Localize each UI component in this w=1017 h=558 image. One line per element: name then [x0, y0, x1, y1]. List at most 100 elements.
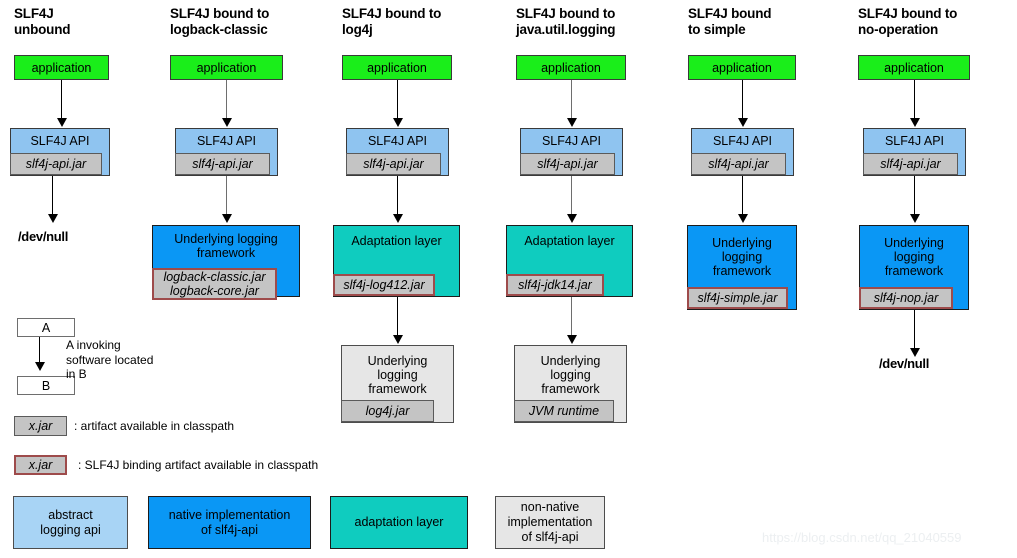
slf4j-api-box-no-operation: SLF4J API slf4j-api.jar: [863, 128, 966, 176]
jar-chip-jvm-runtime: JVM runtime: [514, 400, 614, 422]
underlying-framework-box-logback: Underlying logging framework logback-cla…: [152, 225, 300, 300]
column-title-unbound: SLF4J unbound: [14, 6, 71, 37]
legend-arrow-line-a-to-b: [39, 337, 40, 366]
arrow-line-api-to-adaptation-log4j: [397, 176, 398, 218]
slf4j-api-box-simple: SLF4J API slf4j-api.jar: [691, 128, 794, 176]
underlying-framework-label: Underlying logging framework: [540, 354, 601, 396]
legend-invoke-description: A invoking software located in B: [66, 338, 154, 381]
slf4j-api-box-logback-classic: SLF4J API slf4j-api.jar: [175, 128, 278, 176]
underlying-framework-label: Underlying logging framework: [884, 236, 944, 278]
slf4j-api-box-log4j: SLF4J API slf4j-api.jar: [346, 128, 449, 176]
slf4j-api-label: SLF4J API: [712, 134, 773, 148]
application-label: application: [196, 60, 257, 75]
application-label: application: [541, 60, 601, 75]
legend-swatch-native-implementation: native implementation of slf4j-api: [148, 496, 311, 549]
jar-chip-slf4j-api: slf4j-api.jar: [346, 153, 441, 175]
slf4j-api-label: SLF4J API: [196, 134, 257, 148]
arrow-line-app-to-api-logback: [226, 80, 227, 122]
underlying-framework-box-jul: Underlying logging framework JVM runtime: [514, 345, 627, 423]
slf4j-api-label: SLF4J API: [541, 134, 602, 148]
application-label: application: [31, 60, 92, 75]
arrow-line-app-to-api-jul: [571, 80, 572, 122]
jar-chip-log4j: log4j.jar: [341, 400, 434, 422]
column-title-logback-classic: SLF4J bound to logback-classic: [170, 6, 270, 37]
application-box-simple: application: [688, 55, 796, 80]
application-box-unbound: application: [14, 55, 109, 80]
jar-chip-logback: logback-classic.jar logback-core.jar: [152, 268, 277, 300]
jar-chip-slf4j-api: slf4j-api.jar: [10, 153, 102, 175]
application-box-java-util-logging: application: [516, 55, 626, 80]
application-box-logback-classic: application: [170, 55, 283, 80]
arrow-head-api-to-framework-simple: [738, 214, 748, 223]
arrow-head-app-to-api-jul: [567, 118, 577, 127]
jar-chip-slf4j-api: slf4j-api.jar: [863, 153, 958, 175]
arrow-line-api-to-framework-logback: [226, 176, 227, 218]
legend-swatch-adaptation-layer: adaptation layer: [330, 496, 468, 549]
legend-swatch-abstract-logging-api: abstract logging api: [13, 496, 128, 549]
arrow-line-api-to-framework-nop: [914, 176, 915, 218]
arrow-head-api-to-devnull-unbound: [48, 214, 58, 223]
jar-chip-slf4j-api: slf4j-api.jar: [691, 153, 786, 175]
legend-binding-artifact-description: : SLF4J binding artifact available in cl…: [78, 458, 319, 472]
jar-chip-slf4j-jdk14: slf4j-jdk14.jar: [506, 274, 604, 296]
legend-swatch-non-native-implementation: non-native implementation of slf4j-api: [495, 496, 605, 549]
arrow-head-app-to-api-unbound: [57, 118, 67, 127]
arrow-head-api-to-adaptation-jul: [567, 214, 577, 223]
arrow-line-api-to-adaptation-jul: [571, 176, 572, 218]
legend-chip-artifact: x.jar: [14, 416, 67, 436]
legend-chip-binding-artifact: x.jar: [14, 455, 67, 475]
jar-chip-slf4j-api: slf4j-api.jar: [520, 153, 615, 175]
arrow-head-adaptation-to-framework-log4j: [393, 335, 403, 344]
application-label: application: [712, 60, 772, 75]
underlying-framework-label: Underlying logging framework: [712, 236, 772, 278]
arrow-line-adaptation-to-framework-log4j: [397, 297, 398, 339]
arrow-line-api-to-framework-simple: [742, 176, 743, 218]
underlying-framework-box-simple: Underlying logging framework slf4j-simpl…: [687, 225, 797, 310]
column-title-log4j: SLF4J bound to log4j: [342, 6, 442, 37]
application-box-no-operation: application: [858, 55, 970, 80]
arrow-head-adaptation-to-framework-jul: [567, 335, 577, 344]
legend-box-a: A: [17, 318, 75, 337]
application-label: application: [884, 60, 944, 75]
arrow-head-api-to-adaptation-log4j: [393, 214, 403, 223]
adaptation-layer-box-log4j: Adaptation layer slf4j-log412.jar: [333, 225, 460, 297]
arrow-head-api-to-framework-logback: [222, 214, 232, 223]
column-title-java-util-logging: SLF4J bound to java.util.logging: [516, 6, 616, 37]
column-title-simple: SLF4J bound to simple: [688, 6, 772, 37]
slf4j-api-box-unbound: SLF4J API slf4j-api.jar: [10, 128, 110, 176]
slf4j-api-label: SLF4J API: [884, 134, 945, 148]
arrow-line-adaptation-to-framework-jul: [571, 297, 572, 339]
legend-artifact-description: : artifact available in classpath: [74, 419, 235, 433]
arrow-line-app-to-api-simple: [742, 80, 743, 122]
arrow-head-api-to-framework-nop: [910, 214, 920, 223]
adaptation-layer-box-jul: Adaptation layer slf4j-jdk14.jar: [506, 225, 633, 297]
underlying-framework-box-log4j: Underlying logging framework log4j.jar: [341, 345, 454, 423]
slf4j-api-box-java-util-logging: SLF4J API slf4j-api.jar: [520, 128, 623, 176]
jar-chip-slf4j-nop: slf4j-nop.jar: [859, 287, 953, 309]
jar-chip-slf4j-log4j: slf4j-log412.jar: [333, 274, 435, 296]
slf4j-api-label: SLF4J API: [367, 134, 428, 148]
column-title-no-operation: SLF4J bound to no-operation: [858, 6, 958, 37]
devnull-label-unbound: /dev/null: [18, 229, 69, 244]
arrow-head-framework-to-devnull-nop: [910, 348, 920, 357]
underlying-framework-label: Underlying logging framework: [174, 232, 278, 260]
slf4j-api-label: SLF4J API: [30, 134, 90, 148]
arrow-line-app-to-api-nop: [914, 80, 915, 122]
jar-chip-slf4j-api: slf4j-api.jar: [175, 153, 270, 175]
devnull-label-no-operation: /dev/null: [879, 356, 930, 371]
application-label: application: [367, 60, 427, 75]
jar-chip-slf4j-simple: slf4j-simple.jar: [687, 287, 788, 309]
watermark-text: https://blog.csdn.net/qq_21040559: [762, 530, 962, 545]
legend-arrow-head-a-to-b: [35, 362, 45, 371]
arrow-line-api-to-devnull-unbound: [52, 176, 53, 218]
adaptation-layer-label: Adaptation layer: [351, 234, 442, 248]
underlying-framework-label: Underlying logging framework: [367, 354, 428, 396]
application-box-log4j: application: [342, 55, 452, 80]
legend-box-b: B: [17, 376, 75, 395]
adaptation-layer-label: Adaptation layer: [524, 234, 615, 248]
arrow-line-app-to-api-log4j: [397, 80, 398, 122]
arrow-head-app-to-api-logback: [222, 118, 232, 127]
arrow-line-framework-to-devnull-nop: [914, 310, 915, 352]
arrow-head-app-to-api-simple: [738, 118, 748, 127]
